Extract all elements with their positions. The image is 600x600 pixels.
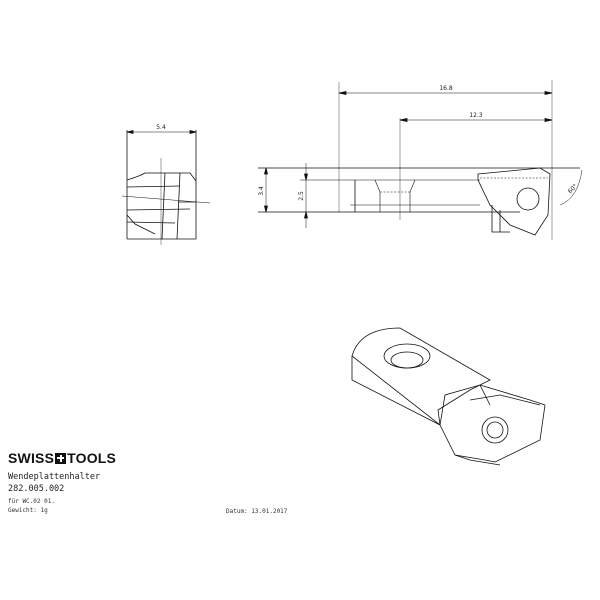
product-name: Wendeplattenhalter bbox=[8, 472, 101, 482]
dim-thickness-label: 2.5 bbox=[298, 191, 305, 201]
swiss-cross-icon bbox=[55, 452, 67, 464]
part-number: 282.005.002 bbox=[8, 484, 65, 494]
dim-hole-to-end-label: 12.3 bbox=[469, 112, 483, 119]
brand-right: TOOLS bbox=[67, 450, 117, 466]
dim-width-label: 5.4 bbox=[156, 124, 166, 131]
date-label: Datum: 13.01.2017 bbox=[226, 508, 288, 515]
brand-left: SWISS bbox=[8, 450, 55, 466]
dim-height-label: 3.4 bbox=[258, 186, 265, 196]
title-block: SWISS TOOLS Wendeplattenhalter 282.005.0… bbox=[8, 450, 308, 514]
for-label: für WC.02 01. bbox=[8, 498, 55, 505]
dim-total-length-label: 16.8 bbox=[439, 85, 453, 92]
weight-label: Gewicht: 1g bbox=[8, 507, 48, 514]
brand-logo: SWISS TOOLS bbox=[8, 450, 308, 466]
dim-angle-label: 60° bbox=[567, 183, 579, 195]
dimension-labels: 5.4 16.8 12.3 3.4 2.5 60° bbox=[156, 85, 579, 201]
isometric-view bbox=[351, 327, 546, 466]
front-view bbox=[258, 80, 583, 240]
side-view bbox=[121, 129, 211, 245]
